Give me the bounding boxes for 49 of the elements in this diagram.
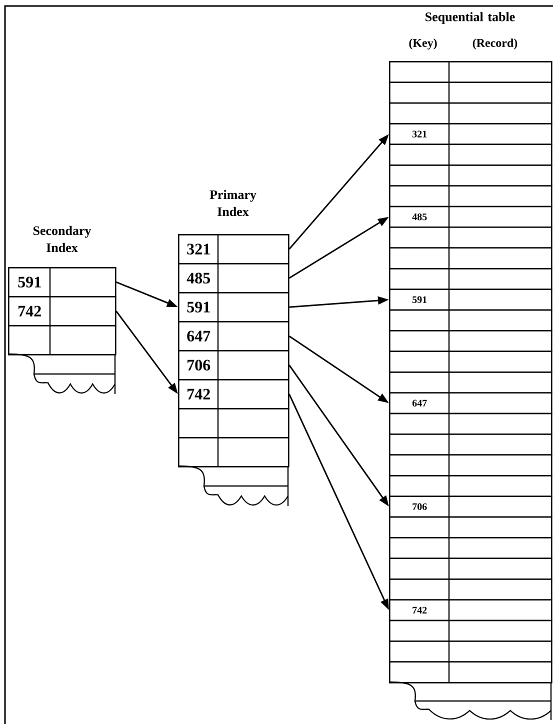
table-row: 647 bbox=[389, 392, 552, 414]
empty-row bbox=[389, 578, 552, 600]
empty-row bbox=[389, 412, 552, 435]
table-heading: Secondary Index bbox=[33, 226, 92, 252]
table-row: 485 bbox=[178, 263, 290, 294]
empty-row bbox=[389, 247, 552, 270]
table-row: 321 bbox=[389, 123, 552, 145]
index-table bbox=[178, 190, 290, 506]
empty-row bbox=[389, 226, 552, 248]
empty-row bbox=[389, 454, 552, 476]
table-row: 706 bbox=[389, 496, 552, 518]
empty-row bbox=[389, 164, 552, 186]
empty-row bbox=[389, 475, 552, 497]
empty-row bbox=[389, 434, 552, 456]
index-table bbox=[388, 12, 552, 720]
empty-row bbox=[389, 144, 552, 166]
empty-row bbox=[389, 516, 552, 538]
index-table bbox=[8, 226, 116, 394]
table-heading: Primary Index bbox=[210, 190, 256, 216]
empty-row bbox=[389, 102, 552, 124]
empty-row bbox=[389, 661, 552, 684]
empty-row bbox=[389, 82, 552, 104]
empty-row bbox=[389, 620, 552, 642]
table-row: 591 bbox=[389, 288, 552, 311]
table-row: 742 bbox=[8, 296, 116, 326]
table-row: 591 bbox=[8, 267, 116, 298]
empty-row bbox=[389, 372, 552, 394]
table-heading: (Key) bbox=[409, 38, 437, 50]
table-row: 591 bbox=[178, 292, 290, 322]
empty-row bbox=[8, 325, 116, 356]
empty-row bbox=[389, 61, 552, 83]
empty-row bbox=[389, 309, 552, 332]
table-row: 742 bbox=[178, 379, 290, 410]
empty-row bbox=[389, 268, 552, 290]
empty-row bbox=[389, 640, 552, 662]
empty-row bbox=[389, 330, 552, 352]
empty-row bbox=[389, 185, 552, 208]
empty-row bbox=[178, 437, 290, 468]
table-heading: Sequential table bbox=[426, 12, 515, 24]
table-row: 742 bbox=[389, 599, 552, 622]
empty-row bbox=[389, 350, 552, 373]
table-row: 485 bbox=[389, 206, 552, 228]
table-heading: (Record) bbox=[472, 38, 518, 50]
empty-row bbox=[389, 558, 552, 580]
empty-row bbox=[389, 537, 552, 559]
table-row: 647 bbox=[178, 321, 290, 352]
table-row: 706 bbox=[178, 350, 290, 380]
table-row: 321 bbox=[178, 234, 290, 264]
empty-row bbox=[178, 408, 290, 438]
